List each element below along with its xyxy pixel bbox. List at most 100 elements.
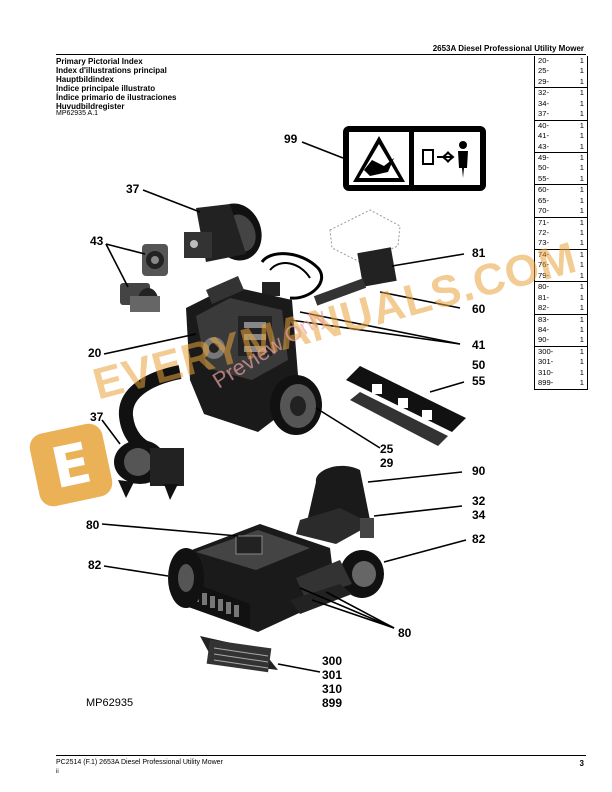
index-title-en: Primary Pictorial Index xyxy=(56,57,143,66)
page-ref-group-number: 70- xyxy=(538,206,549,216)
page-ref-row[interactable]: 80- 1 xyxy=(535,282,587,292)
page-ref-row[interactable]: 84-1 xyxy=(535,325,587,335)
body-hood-assembly[interactable] xyxy=(168,524,384,632)
page-ref-group-number: 25- xyxy=(538,66,549,76)
page-ref-row[interactable]: 82- 1 xyxy=(535,303,587,313)
page-ref-group-number: 74- xyxy=(538,249,549,259)
frame-rails[interactable] xyxy=(346,366,466,446)
page-ref-page: 1 xyxy=(579,195,584,205)
page-ref-row[interactable]: 25-1 xyxy=(535,66,587,76)
page-ref-page: 1 xyxy=(579,120,584,130)
safety-sign[interactable] xyxy=(343,126,486,191)
page-ref-row[interactable]: 300-1 xyxy=(535,347,587,357)
page-ref-group-number: 29- xyxy=(538,76,549,86)
page-ref-page: 1 xyxy=(579,303,584,313)
page-ref-page: 1 xyxy=(579,217,584,227)
page-ref-group-number: 50- xyxy=(538,163,549,173)
page-ref-group-number: 301- xyxy=(538,357,554,367)
page-ref-page: 1 xyxy=(579,314,584,324)
page-ref-group: 40- 1 41- 1 43- 1 xyxy=(535,121,587,153)
muffler-hose[interactable] xyxy=(114,365,184,500)
page-ref-group-number: 41- xyxy=(538,131,549,141)
engine-assembly[interactable] xyxy=(186,276,322,435)
page-ref-row[interactable]: 60-1 xyxy=(535,185,587,195)
page-ref-row[interactable]: 20-1 xyxy=(535,56,587,66)
page-ref-row[interactable]: 41- 1 xyxy=(535,131,587,141)
callout-81: 81 xyxy=(472,246,486,260)
page-ref-row[interactable]: 74-1 xyxy=(535,250,587,260)
page-ref-row[interactable]: 81-1 xyxy=(535,293,587,303)
page-ref-group-number: 49- xyxy=(538,152,549,162)
page-ref-row[interactable]: 32- 1 xyxy=(535,88,587,98)
page-ref-group-number: 71- xyxy=(538,217,549,227)
page-ref-page: 1 xyxy=(579,131,584,141)
watermark-logo-letter: E xyxy=(45,430,97,503)
callout-90: 90 xyxy=(472,464,486,478)
page-ref-row[interactable]: 71- 1 xyxy=(535,218,587,228)
page-ref-row[interactable]: 72- 1 xyxy=(535,228,587,238)
page-ref-page: 1 xyxy=(579,152,584,162)
page-ref-row[interactable]: 29-1 xyxy=(535,77,587,87)
callout-32-34: 32 34 xyxy=(472,494,486,522)
page-ref-row[interactable]: 70-1 xyxy=(535,206,587,216)
footer-sub: ii xyxy=(56,769,59,775)
page-ref-group-number: 83- xyxy=(538,314,549,324)
page-ref-row[interactable]: 37-1 xyxy=(535,109,587,119)
page-ref-page: 1 xyxy=(579,282,584,292)
footer-doc-info: PC2514 (F.1) 2653A Diesel Professional U… xyxy=(56,759,223,766)
page-ref-row[interactable]: 50-1 xyxy=(535,163,587,173)
page-ref-group-number: 40- xyxy=(538,120,549,130)
sensor-components[interactable] xyxy=(120,244,168,312)
callout-300-301-310-899: 300 301 310 899 xyxy=(322,654,343,710)
page-ref-page: 1 xyxy=(579,346,584,356)
index-titles: Primary Pictorial Index Index d'illustra… xyxy=(56,57,176,111)
callout-41: 41 xyxy=(472,338,486,352)
callout-55: 55 xyxy=(472,374,486,388)
page-ref-row[interactable]: 34-1 xyxy=(535,99,587,109)
page-ref-row[interactable]: 65-1 xyxy=(535,196,587,206)
page-ref-group-number: 82- xyxy=(538,303,549,313)
figure-code: MP62935 xyxy=(86,697,134,709)
page-ref-page: 1 xyxy=(579,173,584,183)
page-ref-row[interactable]: 73-1 xyxy=(535,238,587,248)
page-ref-row[interactable]: 90-1 xyxy=(535,335,587,345)
page-ref-page: 1 xyxy=(579,88,584,98)
page-ref-row[interactable]: 43- 1 xyxy=(535,142,587,152)
leader-lines xyxy=(101,141,467,673)
page-ref-row[interactable]: 310-1 xyxy=(535,368,587,378)
page-ref-row[interactable]: 79-1 xyxy=(535,271,587,281)
index-title-es: Índice primario de ilustraciones xyxy=(56,93,177,102)
page-ref-group-number: 32- xyxy=(538,88,549,98)
page-number: 3 xyxy=(579,759,584,768)
page-ref-group-number: 43- xyxy=(538,141,549,151)
page-ref-row[interactable]: 40- 1 xyxy=(535,121,587,131)
page-ref-row[interactable]: 49- 1 xyxy=(535,153,587,163)
air-cleaner[interactable] xyxy=(184,197,269,268)
operator-seat[interactable] xyxy=(296,465,374,544)
page-ref-group-number: 90- xyxy=(538,335,549,345)
page-ref-row[interactable]: 55- 1 xyxy=(535,174,587,184)
callout-99: 99 xyxy=(284,132,298,146)
page-ref-group-number: 80- xyxy=(538,282,549,292)
page-ref-group-number: 81- xyxy=(538,292,549,302)
page-ref-row[interactable]: 301-1 xyxy=(535,357,587,367)
page-ref-group-number: 899- xyxy=(538,378,554,388)
header-rule xyxy=(56,54,586,55)
page-ref-row[interactable]: 899-1 xyxy=(535,378,587,388)
radiator-assembly[interactable] xyxy=(200,636,278,673)
page-ref-page: 1 xyxy=(579,228,584,237)
page-ref-page: 1 xyxy=(579,56,584,65)
page-ref-row[interactable]: 83- 1 xyxy=(535,315,587,325)
page-ref-group-number: 55- xyxy=(538,173,549,183)
wire-harness[interactable] xyxy=(260,209,401,306)
page-ref-group-number: 72- xyxy=(538,228,549,237)
page-ref-page: 1 xyxy=(579,141,584,151)
footer-rule xyxy=(56,755,586,756)
page-ref-row[interactable]: 76-1 xyxy=(535,260,587,270)
